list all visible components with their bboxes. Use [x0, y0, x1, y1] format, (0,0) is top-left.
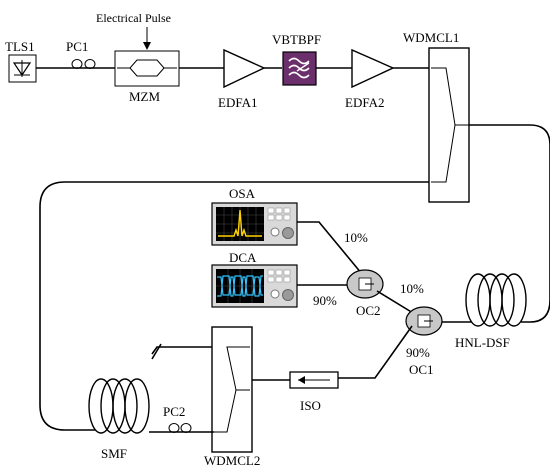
tls1-source: [8, 54, 37, 83]
oc1-label: OC1: [409, 362, 434, 377]
pct-90-dca-label: 90%: [313, 293, 337, 308]
fiber-wdm2-unused: [151, 346, 212, 355]
dca-instrument: [211, 264, 298, 308]
pc1-label: PC1: [66, 39, 88, 54]
mzm-label: MZM: [129, 89, 161, 104]
dca-label: DCA: [229, 250, 257, 265]
edfa2-label: EDFA2: [345, 95, 384, 110]
oc1-coupler: [405, 306, 443, 336]
wdmcl1-coupler: [428, 47, 470, 203]
fiber-oc2-oc1: [376, 290, 414, 314]
tls1-label: TLS1: [5, 39, 35, 54]
edfa2-amplifier: [351, 48, 395, 89]
wdmcl2-coupler: [211, 326, 253, 453]
fiber-wdm1-smf: [39, 181, 429, 431]
edfa1-label: EDFA1: [218, 95, 257, 110]
fiber-oc1-iso: [338, 325, 413, 379]
wdmcl1-label: WDMCL1: [403, 30, 459, 45]
pc2-controller: [168, 423, 192, 433]
oc2-coupler: [346, 269, 384, 299]
iso-isolator: [289, 371, 339, 389]
mzm-modulator: [114, 50, 180, 87]
pulse-arrowhead: [143, 42, 151, 50]
fiber-wdm1-hnldsf-return: [469, 124, 550, 323]
pct-10-oc1-label: 10%: [400, 281, 424, 296]
smf-spool: [88, 378, 150, 434]
electrical-pulse-label: Electrical Pulse: [96, 11, 171, 25]
pc2-label: PC2: [163, 404, 185, 419]
hnl-dsf-label: HNL-DSF: [455, 335, 510, 350]
pc1-controller: [71, 59, 96, 69]
oc2-label: OC2: [356, 303, 381, 318]
fiber-termination: [151, 343, 162, 360]
osa-instrument: [211, 202, 298, 246]
hnl-dsf-spool: [465, 273, 527, 327]
wdmcl2-label: WDMCL2: [204, 453, 260, 466]
vbtbpf-label: VBTBPF: [272, 32, 321, 47]
fiber-osa-oc2: [297, 221, 363, 275]
iso-label: ISO: [300, 398, 321, 413]
edfa1-amplifier: [223, 48, 266, 89]
vbtbpf-filter: [282, 51, 317, 86]
pct-10-osa-label: 10%: [344, 230, 368, 245]
smf-label: SMF: [101, 446, 127, 461]
pct-90-oc1-label: 90%: [406, 345, 430, 360]
osa-label: OSA: [229, 186, 256, 201]
